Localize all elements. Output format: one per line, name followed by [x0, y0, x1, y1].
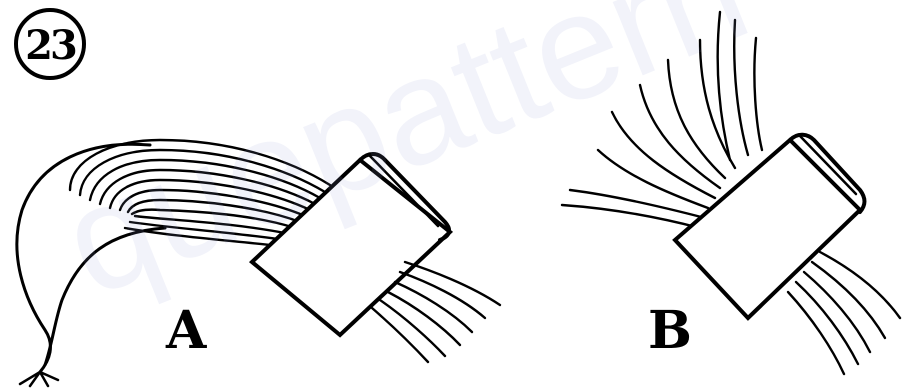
panel-a-label: A — [166, 300, 206, 361]
panel-a-frayed-end — [20, 372, 58, 386]
panel-b-foil-square — [675, 135, 865, 318]
panel-b-hair-ends — [788, 252, 900, 374]
panel-a-loop-inner — [45, 228, 165, 365]
panel-a-loop-strand — [17, 144, 150, 372]
panel-b-drawing — [562, 12, 900, 374]
panel-b-label: B — [648, 300, 692, 361]
figure-number: 23 — [14, 12, 86, 78]
panel-a-drawing — [17, 140, 500, 386]
